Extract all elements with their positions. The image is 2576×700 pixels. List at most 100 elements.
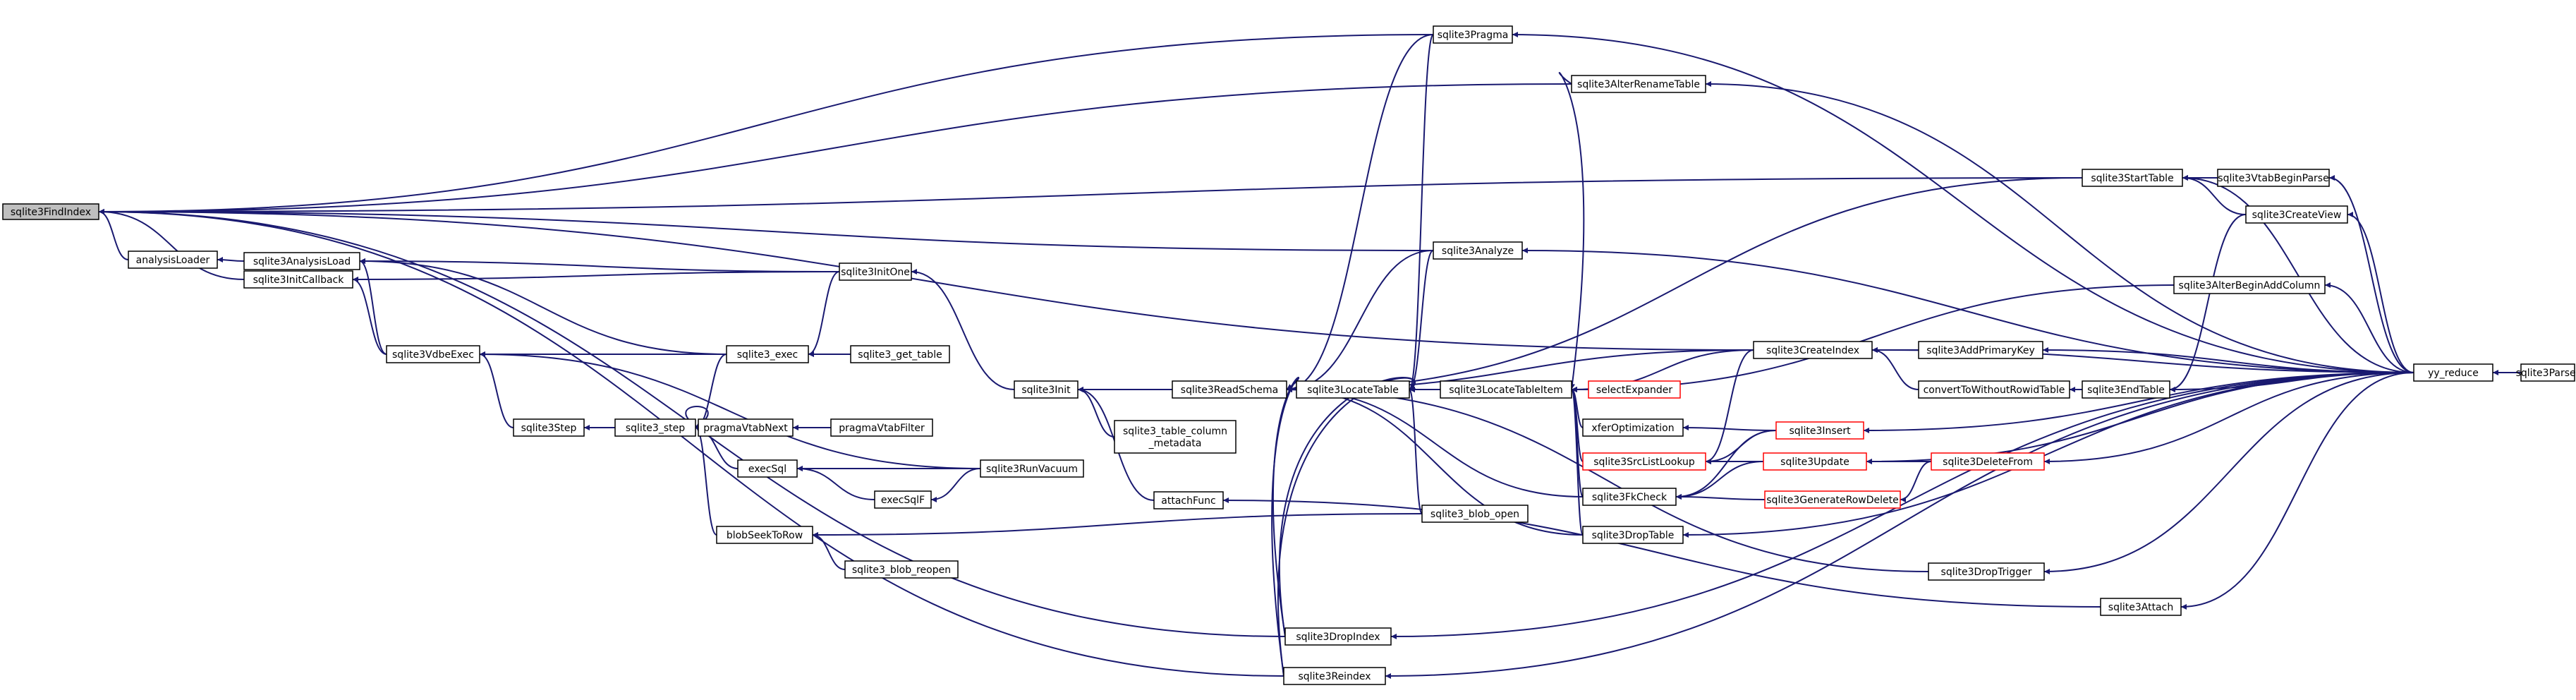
node-box: [830, 418, 933, 437]
node-sqlite3parser[interactable]: sqlite3Parser: [2516, 363, 2576, 382]
node-sqlite3-get-table[interactable]: sqlite3_get_table: [850, 345, 950, 363]
node-sqlite3step[interactable]: sqlite3Step: [513, 418, 585, 437]
edge-sqlite3deletefrom-to-sqlite3generaterowdelete: [1900, 461, 1932, 502]
node-sqlite3reindex[interactable]: sqlite3Reindex: [1283, 667, 1386, 685]
edge-sqlite3vdbeexec-to-sqlite3initcallback: [352, 277, 387, 355]
edge-sqlite3createview-to-sqlite3starttable: [2182, 175, 2247, 215]
edge-yy-reduce-to-sqlite3analyze: [1521, 248, 2414, 373]
node-sqlite3readschema[interactable]: sqlite3ReadSchema: [1172, 380, 1287, 399]
node-sqlite3starttable[interactable]: sqlite3StartTable: [2082, 169, 2183, 187]
node-label: sqlite3_blob_open: [1430, 509, 1519, 520]
node-box: [243, 270, 353, 289]
node-box: [1918, 341, 2043, 359]
node-label: sqlite3Update: [1780, 457, 1849, 468]
node-sqlite3analysisload[interactable]: sqlite3AnalysisLoad: [243, 252, 360, 270]
node-pragmavtabnext[interactable]: pragmaVtabNext: [698, 418, 794, 437]
node-sqlite3-blob-open[interactable]: sqlite3_blob_open: [1421, 505, 1529, 523]
node-sqlite3locatetableitem[interactable]: sqlite3LocateTableItem: [1440, 380, 1572, 399]
node-box: [737, 459, 798, 478]
node-box: [1433, 241, 1523, 260]
node-sqlite3droptrigger[interactable]: sqlite3DropTrigger: [1928, 562, 2045, 581]
edge-execsqlf-to-execsql: [796, 466, 875, 500]
node-label: sqlite3DropTrigger: [1941, 567, 2032, 578]
node-label: pragmaVtabFilter: [839, 423, 925, 434]
node-sqlite3addprimarykey[interactable]: sqlite3AddPrimaryKey: [1918, 341, 2043, 359]
node-label: sqlite3AnalysisLoad: [253, 256, 351, 267]
node-box: [1014, 380, 1079, 399]
node-sqlite3runvacuum[interactable]: sqlite3RunVacuum: [980, 459, 1084, 478]
node-sqlite3createview[interactable]: sqlite3CreateView: [2245, 205, 2348, 224]
node-xferoptimization[interactable]: xferOptimization: [1582, 418, 1684, 437]
node-sqlite3-table-column-metadata[interactable]: sqlite3_table_column_metadata: [1114, 420, 1237, 454]
edge-sqlite3createindex-to-sqlite3srclistlookup: [1705, 349, 1754, 464]
node-sqlite3-blob-reopen[interactable]: sqlite3_blob_reopen: [844, 560, 959, 579]
node-blobseektorow[interactable]: blobSeekToRow: [716, 526, 813, 544]
node-label: sqlite3Analyze: [1442, 246, 1514, 257]
node-sqlite3vtabbeginparse[interactable]: sqlite3VtabBeginParse: [2217, 169, 2330, 187]
node-label: sqlite3Attach: [2108, 602, 2173, 613]
node-pragmavtabfilter[interactable]: pragmaVtabFilter: [830, 418, 933, 437]
node-analysisloader[interactable]: analysisLoader: [128, 251, 218, 269]
node-label: execSql: [748, 464, 786, 475]
node-box: [1296, 380, 1410, 399]
node-box: [850, 345, 950, 363]
node-sqlite3generaterowdelete[interactable]: sqlite3GenerateRowDelete: [1764, 490, 1901, 509]
edge-sqlite3-blob-open-to-sqlite3locatetable: [1409, 387, 1423, 514]
node-label: selectExpander: [1596, 385, 1673, 396]
node-execsql[interactable]: execSql: [737, 459, 798, 478]
node-box: [716, 526, 813, 544]
node-sqlite3-exec[interactable]: sqlite3_exec: [726, 345, 809, 363]
node-box: [874, 490, 932, 509]
node-label: sqlite3VdbeExec: [392, 349, 474, 361]
node-sqlite3srclistlookup[interactable]: sqlite3SrcListLookup: [1582, 452, 1706, 471]
node-selectexpander[interactable]: selectExpander: [1588, 380, 1681, 399]
node-label: _metadata: [1148, 438, 1202, 449]
node-sqlite3locatetable[interactable]: sqlite3LocateTable: [1296, 380, 1410, 399]
node-sqlite3init[interactable]: sqlite3Init: [1014, 380, 1079, 399]
edge-sqlite3insert-to-xferoptimization: [1682, 425, 1777, 431]
node-label: sqlite3DropTable: [1592, 530, 1675, 541]
node-label: sqlite3InitOne: [841, 267, 910, 278]
node-sqlite3insert[interactable]: sqlite3Insert: [1775, 421, 1864, 440]
edge-sqlite3generaterowdelete-to-sqlite3fkcheck: [1675, 494, 1766, 500]
node-sqlite3attach[interactable]: sqlite3Attach: [2100, 598, 2182, 616]
edge-sqlite3-table-column-metadata-to-sqlite3init: [1077, 387, 1115, 438]
edge-sqlite3droptrigger-to-sqlite3readschema: [1286, 387, 1929, 572]
node-label: sqlite3_exec: [737, 349, 798, 361]
node-label: sqlite3Insert: [1789, 426, 1851, 437]
node-sqlite3initcallback[interactable]: sqlite3InitCallback: [243, 270, 353, 289]
node-sqlite3update[interactable]: sqlite3Update: [1763, 452, 1867, 471]
node-sqlite3deletefrom[interactable]: sqlite3DeleteFrom: [1931, 452, 2045, 471]
node-box: [844, 560, 959, 579]
node-sqlite3endtable[interactable]: sqlite3EndTable: [2082, 380, 2170, 399]
node-sqlite3droptable[interactable]: sqlite3DropTable: [1582, 526, 1684, 544]
node-sqlite3findindex[interactable]: sqlite3FindIndex: [2, 203, 99, 220]
node-execsqlf[interactable]: execSqlF: [874, 490, 932, 509]
node-sqlite3pragma[interactable]: sqlite3Pragma: [1433, 25, 1513, 44]
node-box: [698, 418, 794, 437]
node-sqlite3fkcheck[interactable]: sqlite3FkCheck: [1582, 488, 1677, 506]
node-sqlite3analyze[interactable]: sqlite3Analyze: [1433, 241, 1523, 260]
node-sqlite3initone[interactable]: sqlite3InitOne: [839, 262, 912, 281]
node-sqlite3createindex[interactable]: sqlite3CreateIndex: [1753, 341, 1873, 359]
edge-sqlite3pragma-to-sqlite3locatetable: [1409, 34, 1434, 392]
node-yy-reduce[interactable]: yy_reduce: [2413, 363, 2493, 382]
node-sqlite3alterrenametable[interactable]: sqlite3AlterRenameTable: [1571, 75, 1706, 93]
node-sqlite3alterbeginaddcolumn[interactable]: sqlite3AlterBeginAddColumn: [2173, 276, 2326, 294]
node-label: sqlite3AddPrimaryKey: [1926, 345, 2035, 356]
node-sqlite3-step[interactable]: sqlite3_step: [614, 418, 696, 437]
node-attachfunc[interactable]: attachFunc: [1153, 491, 1224, 509]
node-sqlite3dropindex[interactable]: sqlite3DropIndex: [1284, 627, 1392, 646]
node-box: [2, 203, 99, 220]
node-box: [1764, 490, 1901, 509]
node-label: sqlite3AlterRenameTable: [1577, 79, 1700, 90]
node-label: sqlite3DeleteFrom: [1943, 457, 2033, 468]
edge-sqlite3initone-to-sqlite3initcallback: [352, 271, 840, 282]
edge-yy-reduce-to-sqlite3vtabbeginparse: [2328, 175, 2414, 373]
edge-sqlite3alterrenametable-to-sqlite3findindex: [98, 83, 1572, 215]
node-label: sqlite3AlterBeginAddColumn: [2179, 280, 2321, 291]
node-converttowithoutrowidtable[interactable]: convertToWithoutRowidTable: [1918, 380, 2070, 399]
edge-yy-reduce-to-sqlite3droptrigger: [2043, 372, 2414, 574]
edge-yy-reduce-to-sqlite3reindex: [1385, 372, 2414, 679]
node-sqlite3vdbeexec[interactable]: sqlite3VdbeExec: [386, 345, 480, 363]
